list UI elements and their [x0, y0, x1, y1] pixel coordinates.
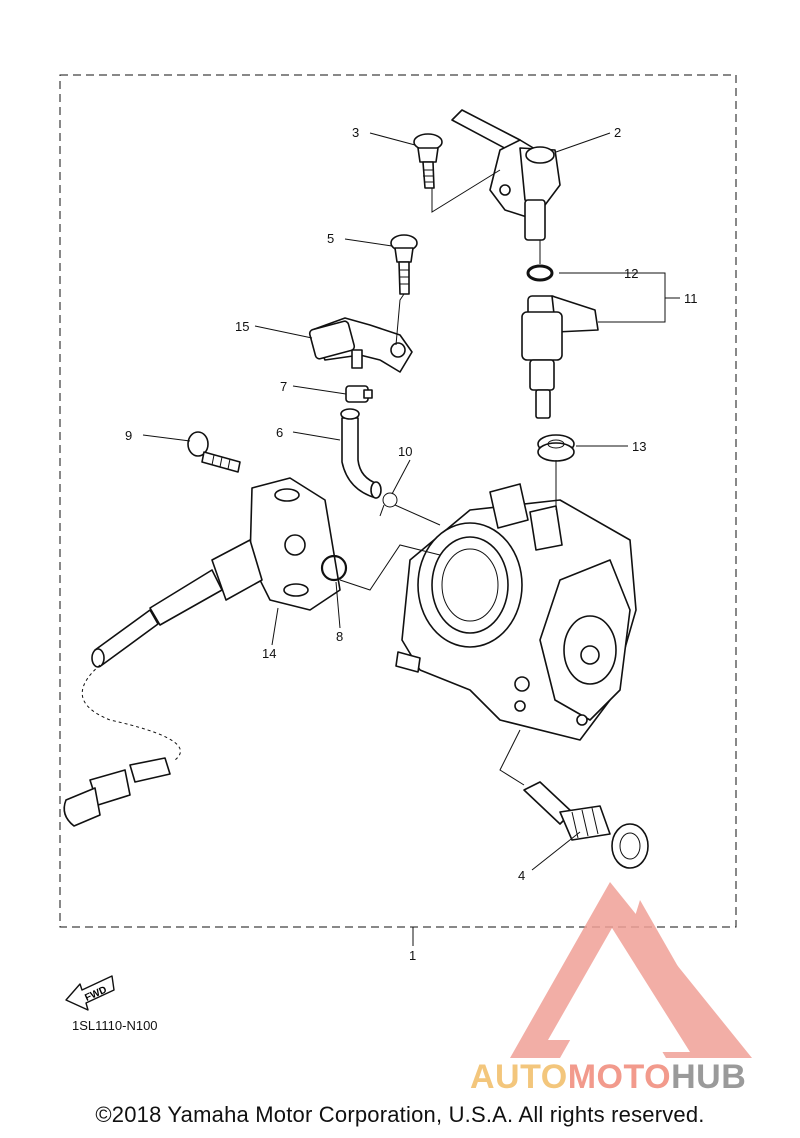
part-13-seal [537, 434, 575, 462]
callout-9: 9 [125, 428, 132, 443]
callout-8: 8 [336, 629, 343, 644]
callout-3: 3 [352, 125, 359, 140]
part-10-clip [379, 492, 398, 517]
brand-part-hub: HUB [671, 1058, 747, 1096]
part-5-bolt [390, 234, 418, 295]
callout-7: 7 [280, 379, 287, 394]
callout-14: 14 [262, 646, 276, 661]
part-2-sensor [451, 109, 561, 241]
brand-part-auto: AUTO [470, 1058, 568, 1096]
callout-6: 6 [276, 425, 283, 440]
callout-1: 1 [409, 948, 416, 963]
watermark-brand: AUTOMOTOHUB [470, 1058, 746, 1097]
part-1-throttle-body [395, 483, 637, 741]
fwd-arrow-icon: FWD [65, 975, 115, 1011]
part-14-sensor [63, 477, 341, 827]
drawing-code: 1SL1110-N100 [72, 1018, 158, 1033]
part-8-o-ring [320, 554, 348, 582]
part-3-bolt [413, 133, 443, 189]
part-7-clip [345, 385, 373, 403]
callout-12: 12 [624, 266, 638, 281]
callout-11: 11 [684, 291, 698, 306]
assembly-boundary [59, 74, 737, 928]
leader-lines [142, 132, 680, 946]
callout-2: 2 [614, 125, 621, 140]
callout-4: 4 [518, 868, 525, 883]
part-4-screw [523, 781, 649, 869]
part-12-o-ring [526, 264, 554, 282]
callout-5: 5 [327, 231, 334, 246]
watermark-logo [510, 882, 752, 1058]
part-11-injector [521, 295, 599, 419]
callout-10: 10 [398, 444, 412, 459]
callout-labels: 1 2 3 4 5 6 7 8 9 10 11 12 13 14 15 [125, 125, 698, 963]
brand-part-moto: MOTO [567, 1058, 672, 1096]
part-15-sensor [308, 317, 413, 373]
callout-15: 15 [235, 319, 249, 334]
callout-13: 13 [632, 439, 646, 454]
copyright-text: ©2018 Yamaha Motor Corporation, U.S.A. A… [95, 1102, 705, 1127]
part-9-screw [187, 431, 241, 473]
part-6-hose [340, 408, 382, 499]
